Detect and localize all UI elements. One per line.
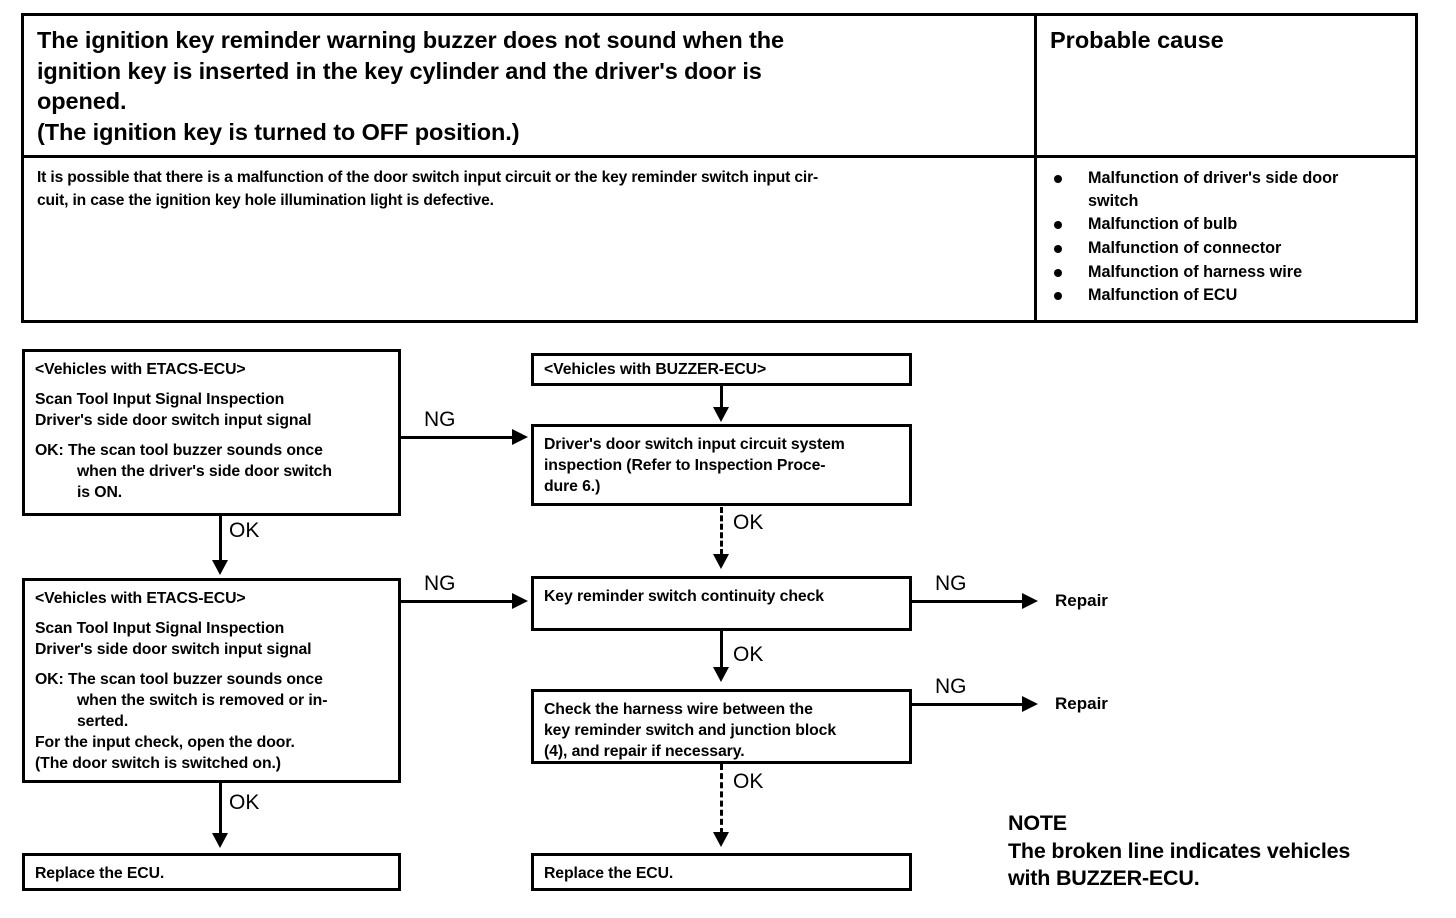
- flow-box-ok-line-3: is ON.: [77, 484, 123, 501]
- cause-text: Malfunction of harness wire: [1088, 262, 1303, 281]
- flow-box-buzzer-ecu-header: <Vehicles with BUZZER-ECU>: [531, 353, 912, 386]
- note-block: NOTE The broken line indicates vehicles …: [1008, 810, 1350, 893]
- edge-label-ok-right-3: OK: [733, 770, 764, 793]
- arrowhead-ok-right-3: [713, 832, 729, 847]
- arrowhead-ok-right-2: [713, 667, 729, 682]
- bullet-icon: [1054, 221, 1062, 230]
- arrowhead-ng-3: [1022, 593, 1038, 609]
- symptom-heading: The ignition key reminder warning buzzer…: [37, 27, 784, 145]
- edge-label-ok-right-1: OK: [733, 511, 764, 534]
- flow-box-ok-line-2: when the switch is removed or in-: [77, 692, 328, 709]
- edge-label-ng-1: NG: [424, 408, 456, 431]
- cause-text: Malfunction of connector: [1088, 239, 1282, 258]
- repair-label-2: Repair: [1055, 694, 1108, 713]
- arrowhead-ng-2: [512, 593, 528, 609]
- arrowhead-ok-left-2: [212, 833, 228, 848]
- edge-label-ng-4: NG: [935, 675, 967, 698]
- bullet-icon: [1054, 175, 1062, 183]
- edge-label-ok-left-1: OK: [229, 519, 260, 542]
- flow-box-line-2: inspection (Refer to Inspection Proce-: [544, 457, 826, 474]
- flow-box-line-2: key reminder switch and junction block: [544, 722, 837, 739]
- symptom-probable-cause-table: The ignition key reminder warning buzzer…: [21, 13, 1418, 323]
- repair-label-1: Repair: [1055, 591, 1108, 610]
- connector-ok-right-1-dashed: [720, 507, 723, 555]
- note-line-1: The broken line indicates vehicles: [1008, 838, 1351, 863]
- arrowhead-ng-4: [1022, 696, 1038, 712]
- arrowhead-buzzer-to-driverdoor: [713, 407, 729, 422]
- probable-cause-heading-cell: Probable cause: [1037, 16, 1415, 155]
- flow-box-header: <Vehicles with ETACS-ECU>: [35, 590, 246, 607]
- flow-box-ok-line-2: when the driver's side door switch: [77, 463, 332, 480]
- arrowhead-ok-right-1: [713, 554, 729, 569]
- flow-box-subtitle: Driver's side door switch input signal: [35, 412, 312, 429]
- flow-box-line-1: Check the harness wire between the: [544, 701, 813, 718]
- flow-box-key-reminder-continuity-check: Key reminder switch continuity check: [531, 576, 912, 631]
- list-item: Malfunction of ECU: [1050, 284, 1407, 307]
- flow-box-text: Replace the ECU.: [35, 865, 165, 882]
- connector-ok-right-3-dashed: [720, 764, 723, 834]
- flow-box-replace-ecu-left: Replace the ECU.: [22, 853, 401, 891]
- probable-cause-list: Malfunction of driver's side door switch…: [1050, 167, 1407, 307]
- bullet-icon: [1054, 245, 1062, 254]
- cause-text: Malfunction of ECU: [1088, 286, 1238, 305]
- edge-label-ok-right-2: OK: [733, 643, 764, 666]
- flow-box-header: <Vehicles with ETACS-ECU>: [35, 361, 246, 378]
- flow-box-line-3: (4), and repair if necessary.: [544, 743, 745, 760]
- connector-ng-1: [401, 436, 514, 439]
- symptom-description: It is possible that there is a malfuncti…: [37, 169, 819, 209]
- arrowhead-ok-left-1: [212, 560, 228, 575]
- symptom-heading-cell: The ignition key reminder warning buzzer…: [24, 16, 1037, 155]
- list-item: Malfunction of connector: [1050, 237, 1407, 260]
- cause-text: Malfunction of driver's side door: [1088, 169, 1339, 187]
- list-item: Malfunction of driver's side door switch: [1050, 167, 1407, 212]
- edge-label-ng-3: NG: [935, 572, 967, 595]
- arrowhead-ng-1: [512, 429, 528, 445]
- flow-box-check-harness-wire: Check the harness wire between the key r…: [531, 689, 912, 764]
- flow-box-line-1: Driver's door switch input circuit syste…: [544, 436, 845, 453]
- flow-box-ok-line-3: serted.: [77, 713, 129, 730]
- cause-text-line2: switch: [1088, 191, 1139, 210]
- connector-ok-left-2: [219, 783, 222, 835]
- flow-box-text: Key reminder switch continuity check: [544, 588, 824, 605]
- bullet-icon: [1054, 292, 1062, 301]
- flow-box-title: Scan Tool Input Signal Inspection: [35, 391, 285, 408]
- probable-cause-heading: Probable cause: [1050, 27, 1224, 53]
- flow-box-line-3: dure 6.): [544, 478, 601, 495]
- note-line-2: with BUZZER-ECU.: [1008, 866, 1200, 891]
- connector-ng-4: [912, 703, 1025, 706]
- flow-box-ok-line-1: OK: The scan tool buzzer sounds once: [35, 671, 323, 688]
- flow-box-driver-door-switch-inspection: Driver's door switch input circuit syste…: [531, 424, 912, 506]
- flow-box-header: <Vehicles with BUZZER-ECU>: [544, 361, 767, 378]
- connector-ok-right-2: [720, 631, 723, 669]
- cause-text: Malfunction of bulb: [1088, 215, 1238, 234]
- edge-label-ok-left-2: OK: [229, 791, 260, 814]
- flow-box-title: Scan Tool Input Signal Inspection: [35, 620, 285, 637]
- flow-box-replace-ecu-right: Replace the ECU.: [531, 853, 912, 891]
- connector-buzzer-to-driverdoor: [720, 386, 723, 409]
- bullet-icon: [1054, 268, 1062, 277]
- flow-box-extra-line-2: (The door switch is switched on.): [35, 755, 281, 772]
- table-body-row: It is possible that there is a malfuncti…: [24, 158, 1415, 320]
- flow-box-extra-line-1: For the input check, open the door.: [35, 734, 295, 751]
- flow-box-etacs-inspection-2: <Vehicles with ETACS-ECU> Scan Tool Inpu…: [22, 578, 401, 783]
- list-item: Malfunction of bulb: [1050, 213, 1407, 236]
- table-header-row: The ignition key reminder warning buzzer…: [24, 16, 1415, 158]
- note-title: NOTE: [1008, 811, 1067, 835]
- connector-ng-3: [912, 600, 1025, 603]
- flow-box-etacs-inspection-1: <Vehicles with ETACS-ECU> Scan Tool Inpu…: [22, 349, 401, 516]
- edge-label-ng-2: NG: [424, 572, 456, 595]
- probable-cause-list-cell: Malfunction of driver's side door switch…: [1037, 158, 1415, 320]
- flow-box-subtitle: Driver's side door switch input signal: [35, 641, 312, 658]
- connector-ng-2: [401, 600, 514, 603]
- list-item: Malfunction of harness wire: [1050, 261, 1407, 284]
- flow-box-ok-line-1: OK: The scan tool buzzer sounds once: [35, 442, 323, 459]
- symptom-description-cell: It is possible that there is a malfuncti…: [24, 158, 1037, 320]
- flow-box-text: Replace the ECU.: [544, 865, 674, 882]
- connector-ok-left-1: [219, 516, 222, 562]
